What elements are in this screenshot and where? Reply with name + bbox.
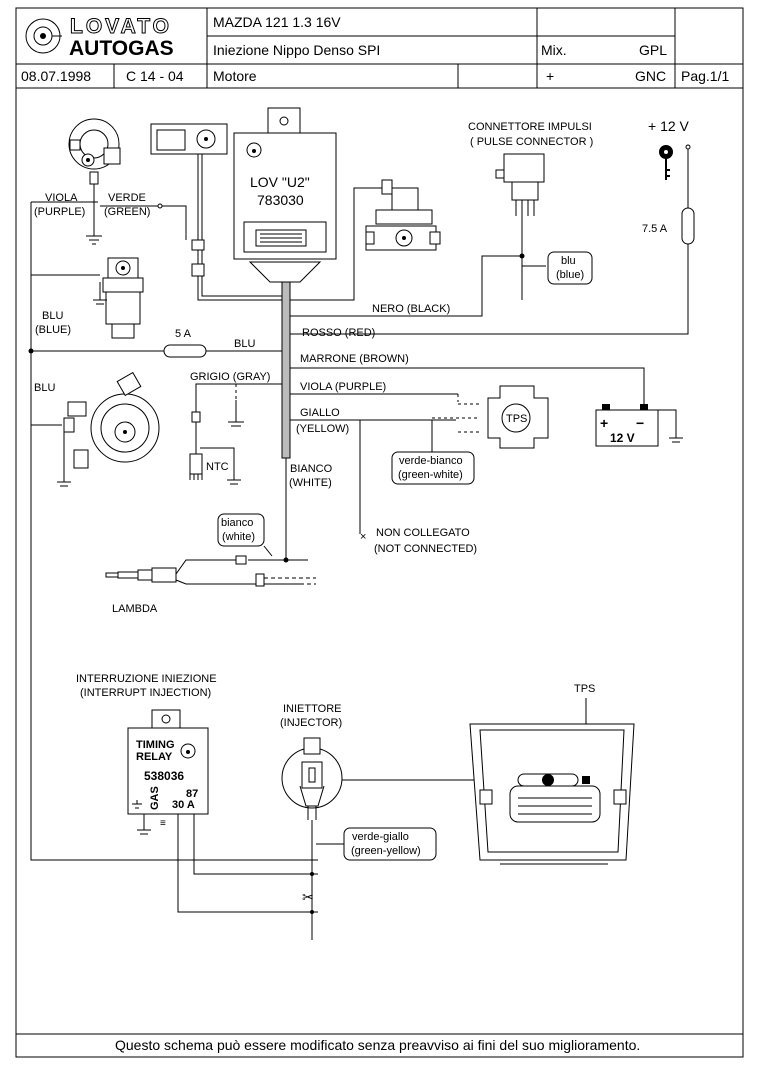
marrone-label: MARRONE (BROWN)	[300, 353, 409, 365]
injection-text: Iniezione Nippo Denso SPI	[213, 42, 380, 58]
power-supply: + 12 V 7.5 A ROSSO (RED)	[290, 118, 695, 339]
lambda-label: LAMBDA	[112, 603, 158, 615]
nero-label: NERO (BLACK)	[372, 303, 450, 315]
distributor	[68, 118, 121, 245]
mix-label: Mix.	[541, 42, 567, 58]
yellow-label: (YELLOW)	[296, 423, 349, 435]
emulator-switch	[150, 123, 228, 277]
relay-pin-icon: ≡	[160, 818, 166, 829]
injector: INIETTORE (INJECTOR) verde-giallo (green…	[280, 703, 538, 940]
pulse-connector: CONNETTORE IMPULSI ( PULSE CONNECTOR ) b…	[290, 121, 593, 317]
ecu-unit: LOV "U2" 783030	[233, 107, 337, 260]
timing-relay: INTERRUZIONE INIEZIONE (INTERRUPT INJECT…	[76, 673, 318, 913]
viola-label: VIOLA	[45, 192, 78, 204]
green-label: (GREEN)	[104, 206, 150, 218]
gas-valve	[365, 179, 441, 251]
code-text: C 14 - 04	[126, 68, 184, 84]
white-small-label: (white)	[222, 531, 255, 543]
battery-plus: +	[600, 415, 608, 431]
tps-top-label: TPS	[574, 683, 595, 695]
x-mark: ×	[360, 531, 366, 543]
blu-left-label: BLU	[42, 310, 63, 322]
blu-reducer-label: BLU	[34, 382, 55, 394]
white-label: (WHITE)	[289, 477, 332, 489]
throttle-body: TPS	[469, 683, 635, 865]
ecu-name: LOV "U2"	[250, 174, 310, 190]
verde-giallo-label: verde-giallo	[352, 831, 409, 843]
ntc-sensor: GRIGIO (GRAY) NTC	[189, 371, 282, 485]
grigio-label: GRIGIO (GRAY)	[190, 371, 270, 383]
brand-top: LOVATO	[70, 15, 172, 38]
pulse-connector-subtitle: ( PULSE CONNECTOR )	[470, 136, 593, 148]
relay-relay: RELAY	[136, 751, 173, 763]
ignition-key-icon	[659, 145, 673, 180]
verde-bianco-label: verde-bianco	[399, 455, 463, 467]
blue-small-label: (blue)	[556, 269, 584, 281]
gas-solenoid-valve	[93, 257, 144, 339]
battery-voltage: 12 V	[610, 431, 635, 445]
injector-subtitle: (INJECTOR)	[280, 717, 342, 729]
model-text: MAZDA 121 1.3 16V	[213, 14, 341, 30]
gpl-label: GPL	[639, 42, 667, 58]
relay-87: 87	[186, 788, 198, 800]
fuse-5a-label: 5 A	[175, 328, 192, 340]
brand-bottom: AUTOGAS	[69, 37, 174, 60]
main-harness	[197, 130, 382, 562]
left-wiring: VIOLA (PURPLE) VERDE (GREEN) BLU (BLUE) …	[28, 192, 318, 861]
lovato-logo: LOVATO AUTOGAS	[25, 15, 174, 60]
pulse-connector-title: CONNETTORE IMPULSI	[468, 121, 592, 133]
purple-label: (PURPLE)	[34, 206, 85, 218]
page-number: Pag.1/1	[681, 68, 729, 84]
tps-sensor: VIOLA (PURPLE) GIALLO (YELLOW) TPS verde…	[290, 381, 549, 485]
lambda-sensor: BIANCO (WHITE) × NON COLLEGATO (NOT CONN…	[105, 419, 477, 615]
gnc-label: GNC	[635, 68, 666, 84]
relay-timing: TIMING	[136, 739, 175, 751]
engine-label: Motore	[213, 68, 257, 84]
fuse-75-label: 7.5 A	[642, 223, 668, 235]
relay-gas: GAS	[149, 786, 161, 810]
rosso-label: ROSSO (RED)	[302, 327, 375, 339]
battery: MARRONE (BROWN) + − 12 V	[290, 353, 683, 447]
bianco-small-label: bianco	[221, 517, 253, 529]
blue-left-label: (BLUE)	[35, 324, 71, 336]
reducer	[57, 371, 160, 487]
green-white-label: (green-white)	[398, 469, 463, 481]
injector-title: INIETTORE	[283, 703, 341, 715]
voltage-label: + 12 V	[648, 118, 690, 134]
plus-label: +	[546, 68, 554, 84]
blu-mid-label: BLU	[234, 338, 255, 350]
interrupt-title: INTERRUZIONE INIEZIONE	[76, 673, 217, 685]
blu-small-label: blu	[561, 255, 576, 267]
cut-scissors-icon: ✂	[302, 889, 314, 905]
battery-minus: −	[636, 415, 644, 431]
not-connected-label: (NOT CONNECTED)	[374, 543, 477, 555]
relay-30a: 30 A	[172, 799, 195, 811]
relay-code: 538036	[144, 769, 184, 783]
date-text: 08.07.1998	[21, 68, 91, 84]
green-yellow-label: (green-yellow)	[351, 845, 421, 857]
viola-purple-label: VIOLA (PURPLE)	[300, 381, 386, 393]
giallo-label: GIALLO	[300, 407, 340, 419]
footer-note: Questo schema può essere modificato senz…	[115, 1037, 640, 1053]
ntc-label: NTC	[206, 461, 229, 473]
ecu-code: 783030	[257, 192, 304, 208]
non-collegato-label: NON COLLEGATO	[376, 527, 470, 539]
tps-label: TPS	[506, 413, 527, 425]
interrupt-subtitle: (INTERRUPT INJECTION)	[80, 687, 211, 699]
verde-label: VERDE	[108, 192, 146, 204]
title-block: LOVATO AUTOGAS MAZDA 121 1.3 16V Iniezio…	[15, 7, 744, 1058]
bianco-label: BIANCO	[290, 463, 333, 475]
